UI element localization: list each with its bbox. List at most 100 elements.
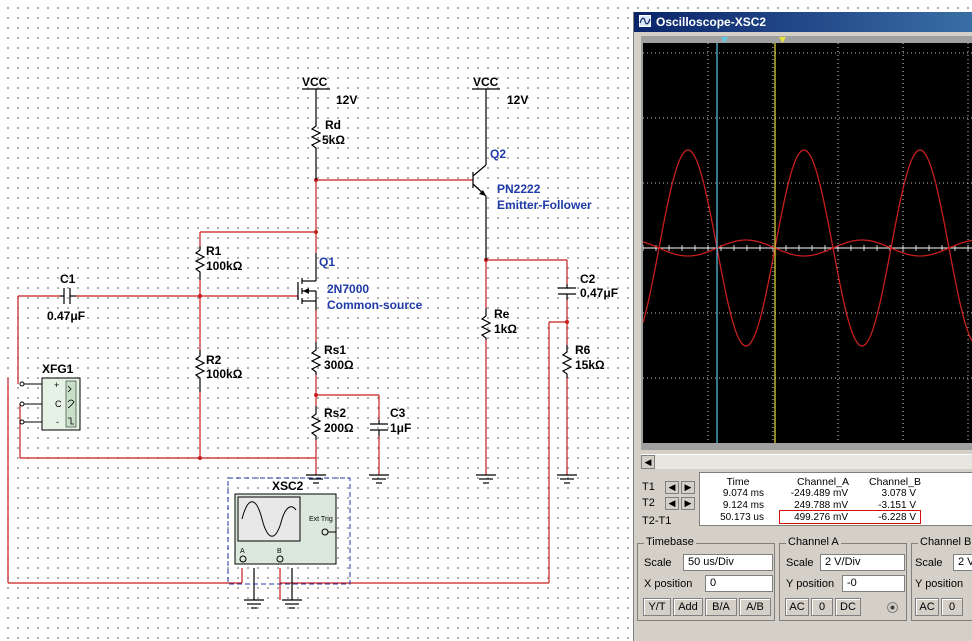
yt-button[interactable]: Y/T <box>643 598 671 616</box>
cursor-2-handle[interactable] <box>779 37 786 43</box>
channel-b-ac-button[interactable]: AC <box>915 598 939 616</box>
t1-right-arrow-icon[interactable]: ▶ <box>681 481 695 494</box>
timebase-xpos-field[interactable]: 0 <box>705 575 773 592</box>
measurement-panel: T1 T2 T2-T1 ◀ ▶ ◀ ▶ Time Channel_A Chann… <box>637 472 972 532</box>
oscilloscope-window[interactable]: Oscilloscope-XSC2 ◀ T1 T2 T2-T1 ◀ ▶ ◀ ▶ … <box>633 12 972 641</box>
channel-b-zero-button[interactable]: 0 <box>941 598 963 616</box>
timebase-xpos-label: X position <box>644 578 693 590</box>
svg-text:+: + <box>54 380 59 390</box>
q2-desc: Emitter-Follower <box>497 198 592 212</box>
measurement-table: Time Channel_A Channel_B 9.074 ms -249.4… <box>699 472 972 526</box>
t1-row-label: T1 <box>642 481 655 493</box>
re-label: Re <box>494 307 510 321</box>
schematic-components <box>60 88 577 609</box>
vcc2-label: VCC <box>473 75 499 89</box>
cursor-1-handle[interactable] <box>721 37 728 43</box>
re-value: 1kΩ <box>494 322 517 336</box>
channel-a-radio-icon[interactable] <box>886 601 899 614</box>
schematic-wires <box>7 179 568 600</box>
timebase-group: Timebase Scale 50 us/Div X position 0 Y/… <box>637 536 775 621</box>
r6-label: R6 <box>575 343 591 357</box>
channel-b-group: Channel B Scale 2 V Y position AC 0 <box>911 536 972 621</box>
header-channel-a: Channel_A <box>797 476 849 488</box>
channel-b-title: Channel B <box>918 536 972 548</box>
r2-label: R2 <box>206 353 222 367</box>
q2-model: PN2222 <box>497 182 541 196</box>
rs1-value: 300Ω <box>324 358 354 372</box>
xsc2-label: XSC2 <box>272 479 304 493</box>
xsc2-channel-a-label: A <box>240 548 245 555</box>
function-generator-xfg1[interactable]: + C - <box>19 377 81 431</box>
svg-text:-: - <box>56 417 59 427</box>
scope-screen[interactable] <box>643 43 972 443</box>
r1-value: 100kΩ <box>206 259 243 273</box>
rd-value: 5kΩ <box>322 133 345 147</box>
c1-label: C1 <box>60 272 76 286</box>
header-time: Time <box>726 476 750 488</box>
oscilloscope-title-bar[interactable]: Oscilloscope-XSC2 <box>634 12 972 32</box>
t1-time: 9.074 ms <box>722 488 764 499</box>
rs1-label: Rs1 <box>324 343 346 357</box>
c2-label: C2 <box>580 272 596 286</box>
r2-value: 100kΩ <box>206 367 243 381</box>
t2-t1-channel-a: 499.276 mV <box>794 512 848 523</box>
a-over-b-button[interactable]: A/B <box>739 598 771 616</box>
channel-a-ypos-label: Y position <box>786 578 835 590</box>
c3-label: C3 <box>390 406 406 420</box>
rs2-value: 200Ω <box>324 421 354 435</box>
channel-b-scale-field[interactable]: 2 V <box>953 554 972 571</box>
t2-time: 9.124 ms <box>722 500 764 511</box>
channel-a-dc-button[interactable]: DC <box>835 598 861 616</box>
t1-channel-b: 3.078 V <box>881 488 916 499</box>
t2-row-label: T2 <box>642 497 655 509</box>
channel-a-ypos-field[interactable]: -0 <box>842 575 905 592</box>
rd-label: Rd <box>325 118 341 132</box>
channel-a-zero-button[interactable]: 0 <box>811 598 833 616</box>
t2-channel-a: 249.788 mV <box>794 500 848 511</box>
vcc1-label: VCC <box>302 75 328 89</box>
t2-channel-b: -3.151 V <box>878 500 916 511</box>
vcc1-value: 12V <box>336 93 357 107</box>
scope-display <box>643 43 972 443</box>
c1-value: 0.47μF <box>47 309 85 323</box>
q1-arrow <box>303 288 309 294</box>
t2-t1-row-label: T2-T1 <box>642 515 672 527</box>
t2-left-arrow-icon[interactable]: ◀ <box>665 497 679 510</box>
c2-value: 0.47μF <box>580 286 618 300</box>
c3-value: 1μF <box>390 421 411 435</box>
q1-model: 2N7000 <box>327 282 369 296</box>
xfg1-label: XFG1 <box>42 362 74 376</box>
scope-horizontal-scrollbar[interactable]: ◀ <box>641 454 972 469</box>
channel-a-group: Channel A Scale 2 V/Div Y position -0 AC… <box>779 536 907 621</box>
rs2-label: Rs2 <box>324 406 346 420</box>
xsc2-channel-b-label: B <box>277 548 282 555</box>
scroll-left-icon[interactable]: ◀ <box>641 455 655 469</box>
oscilloscope-xsc2-symbol[interactable] <box>227 477 351 585</box>
channel-a-ac-button[interactable]: AC <box>785 598 809 616</box>
r1-label: R1 <box>206 244 222 258</box>
xsc2-ext-trig-label: Ext Trig <box>309 516 333 523</box>
t1-channel-a: -249.489 mV <box>790 488 848 499</box>
channel-trace <box>643 149 972 347</box>
add-button[interactable]: Add <box>673 598 703 616</box>
oscilloscope-title: Oscilloscope-XSC2 <box>656 15 767 29</box>
channel-a-title: Channel A <box>786 536 841 548</box>
b-over-a-button[interactable]: B/A <box>705 598 737 616</box>
channel-a-scale-field[interactable]: 2 V/Div <box>820 554 905 571</box>
t2-right-arrow-icon[interactable]: ▶ <box>681 497 695 510</box>
q1-desc: Common-source <box>327 298 423 312</box>
channel-b-ypos-label: Y position <box>915 578 964 590</box>
t1-left-arrow-icon[interactable]: ◀ <box>665 481 679 494</box>
wire-junctions <box>198 178 569 460</box>
t2-t1-time: 50.173 us <box>720 512 764 523</box>
q1-label: Q1 <box>319 255 335 269</box>
header-channel-b: Channel_B <box>869 476 921 488</box>
channel-a-scale-label: Scale <box>786 557 814 569</box>
cursor-handles[interactable] <box>641 36 972 46</box>
q2-label: Q2 <box>490 147 506 161</box>
oscilloscope-app-icon <box>639 15 651 27</box>
timebase-scale-field[interactable]: 50 us/Div <box>683 554 773 571</box>
q2-emitter-arrow <box>479 190 486 196</box>
timebase-scale-label: Scale <box>644 557 672 569</box>
